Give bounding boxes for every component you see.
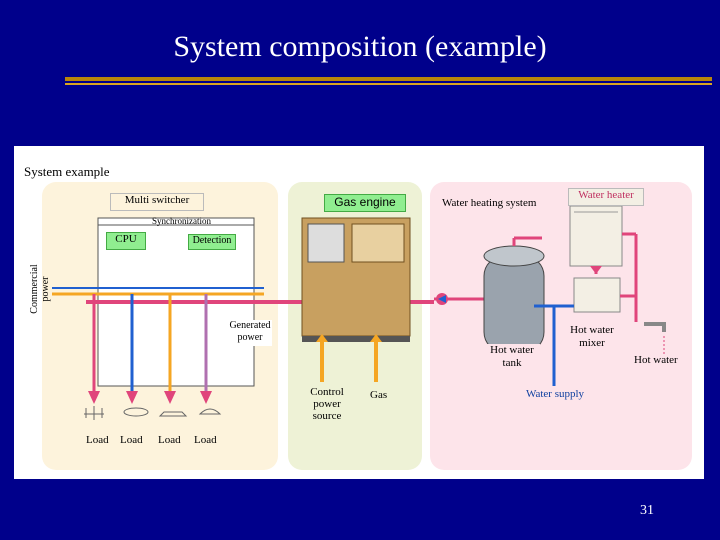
faucet-icon <box>644 322 666 332</box>
water-heater-label: Water heater <box>568 188 644 206</box>
load-label: Load <box>120 434 143 446</box>
detection-label: Detection <box>188 234 236 250</box>
generated-power-label: Generated power <box>228 320 272 346</box>
cpu-label: CPU <box>106 232 146 250</box>
gas-engine-label: Gas engine <box>324 194 406 212</box>
water-supply-label: Water supply <box>512 388 598 402</box>
chandelier-icon <box>84 406 104 420</box>
title-rule <box>65 77 712 81</box>
load-label: Load <box>86 434 109 446</box>
lamp-icon <box>198 408 222 415</box>
title-rule-thin <box>65 83 712 85</box>
synchronization-label: Synchronization <box>152 216 211 226</box>
table-icon <box>123 407 149 417</box>
diagram-panel: System example Multi switcher Synchroniz… <box>14 146 704 479</box>
water-heater-unit <box>569 205 623 267</box>
mixer-unit <box>573 277 621 313</box>
diagram-heading: System example <box>24 164 110 179</box>
hot-water-tank-unit <box>483 255 545 353</box>
page-number: 31 <box>640 503 654 518</box>
load-label: Load <box>158 434 181 446</box>
slide-title: System composition (example) <box>173 30 547 63</box>
multiswitcher-label: Multi switcher <box>110 193 204 211</box>
hot-water-label: Hot water <box>634 354 678 366</box>
hot-water-tank-label: Hot water tank <box>484 344 540 372</box>
load-label: Load <box>194 434 217 446</box>
gas-label: Gas <box>370 389 388 401</box>
hot-water-mixer-label: Hot water mixer <box>564 324 620 352</box>
water-heating-system-label: Water heating system <box>442 197 537 209</box>
control-power-source-label: Control power source <box>300 386 354 424</box>
commercial-power-label: Commercial power <box>29 264 51 314</box>
fluorescent-light-icon <box>158 411 188 417</box>
